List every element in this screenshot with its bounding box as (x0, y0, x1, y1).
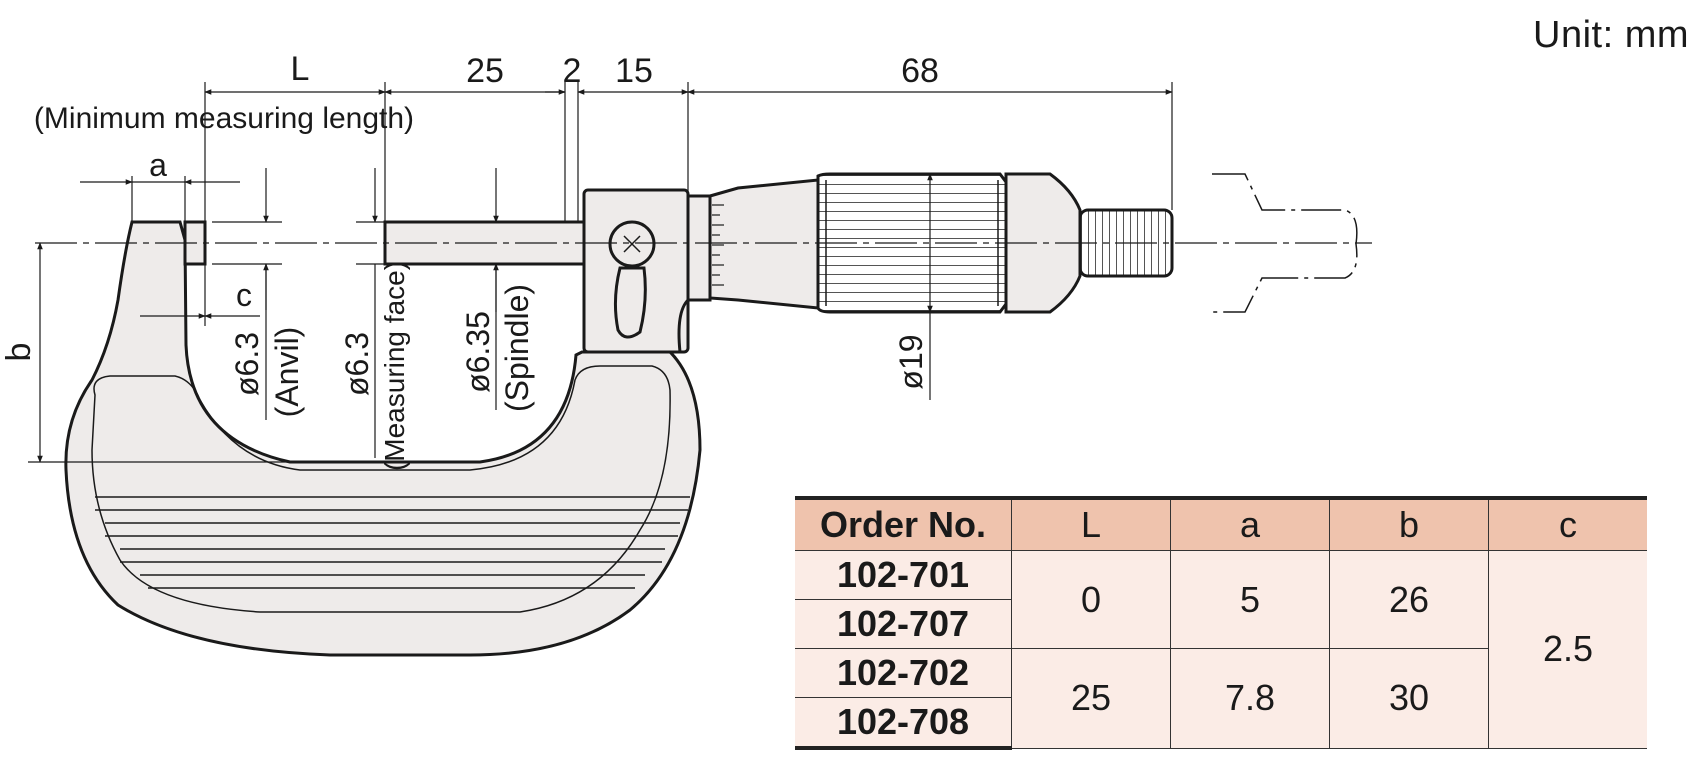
grip-ridges (95, 496, 690, 589)
spindle-label: (Spindle) (499, 284, 535, 412)
dim-a (80, 176, 240, 222)
L-cell: 0 (1011, 550, 1171, 649)
dim-L-label: L (291, 50, 310, 88)
header-b: b (1329, 496, 1489, 551)
header-L: L (1011, 496, 1171, 551)
unit-label: Unit: mm (1533, 14, 1689, 56)
table-row: 102-707 (795, 599, 1647, 649)
table-row: 102-701 0 5 26 2.5 (795, 550, 1647, 749)
dim-b-label: b (0, 343, 38, 362)
dim-15-label: 15 (615, 52, 653, 90)
table-header-row: Order No. L a b c (795, 496, 1647, 551)
header-a: a (1170, 496, 1330, 551)
housing-neck (677, 298, 690, 353)
thimble-cone (708, 178, 820, 310)
order-no-cell: 102-708 (795, 697, 1012, 750)
order-no-cell: 102-702 (795, 648, 1012, 698)
dim-c-label: c (236, 277, 252, 313)
header-order-no: Order No. (795, 496, 1012, 551)
frame-inner-outline (91, 365, 671, 613)
a-cell: 5 (1170, 550, 1330, 649)
face-dia-label: ø6.3 (339, 332, 375, 396)
L-cell: 25 (1011, 648, 1171, 749)
ratchet-phantom-outline (1212, 173, 1358, 313)
spindle-dia-label: ø6.35 (460, 311, 496, 393)
measuring-face-label: (Measuring face) (379, 261, 410, 471)
header-c: c (1488, 496, 1647, 551)
dim-anvil-dia (212, 168, 282, 420)
table-row: 102-702 25 7.8 30 (795, 648, 1647, 749)
dim-a-label: a (149, 147, 167, 183)
order-no-cell: 102-707 (795, 599, 1012, 649)
dim-2-label: 2 (563, 52, 582, 90)
dim-b (28, 242, 300, 463)
anvil-dia-label: ø6.3 (229, 332, 265, 396)
dim-c (140, 264, 260, 326)
order-no-cell: 102-701 (795, 550, 1012, 600)
thimble-dia-label: ø19 (893, 334, 929, 389)
sleeve (686, 194, 712, 302)
b-cell: 26 (1329, 550, 1489, 649)
table-row: 102-708 (795, 697, 1647, 750)
order-spec-table: Order No. L a b c 102-701 0 5 26 2.5 102… (795, 496, 1647, 750)
a-cell: 7.8 (1170, 648, 1330, 749)
c-cell: 2.5 (1488, 550, 1647, 749)
dim-68-label: 68 (901, 52, 939, 90)
clamp-lever (613, 266, 647, 339)
frame-body (64, 220, 702, 657)
anvil-label: (Anvil) (269, 327, 305, 418)
dim-25-label: 25 (466, 52, 504, 90)
dim-face-dia (356, 168, 385, 458)
top-dimensions (204, 82, 1173, 222)
min-measuring-length-note: (Minimum measuring length) (34, 102, 414, 135)
b-cell: 30 (1329, 648, 1489, 749)
